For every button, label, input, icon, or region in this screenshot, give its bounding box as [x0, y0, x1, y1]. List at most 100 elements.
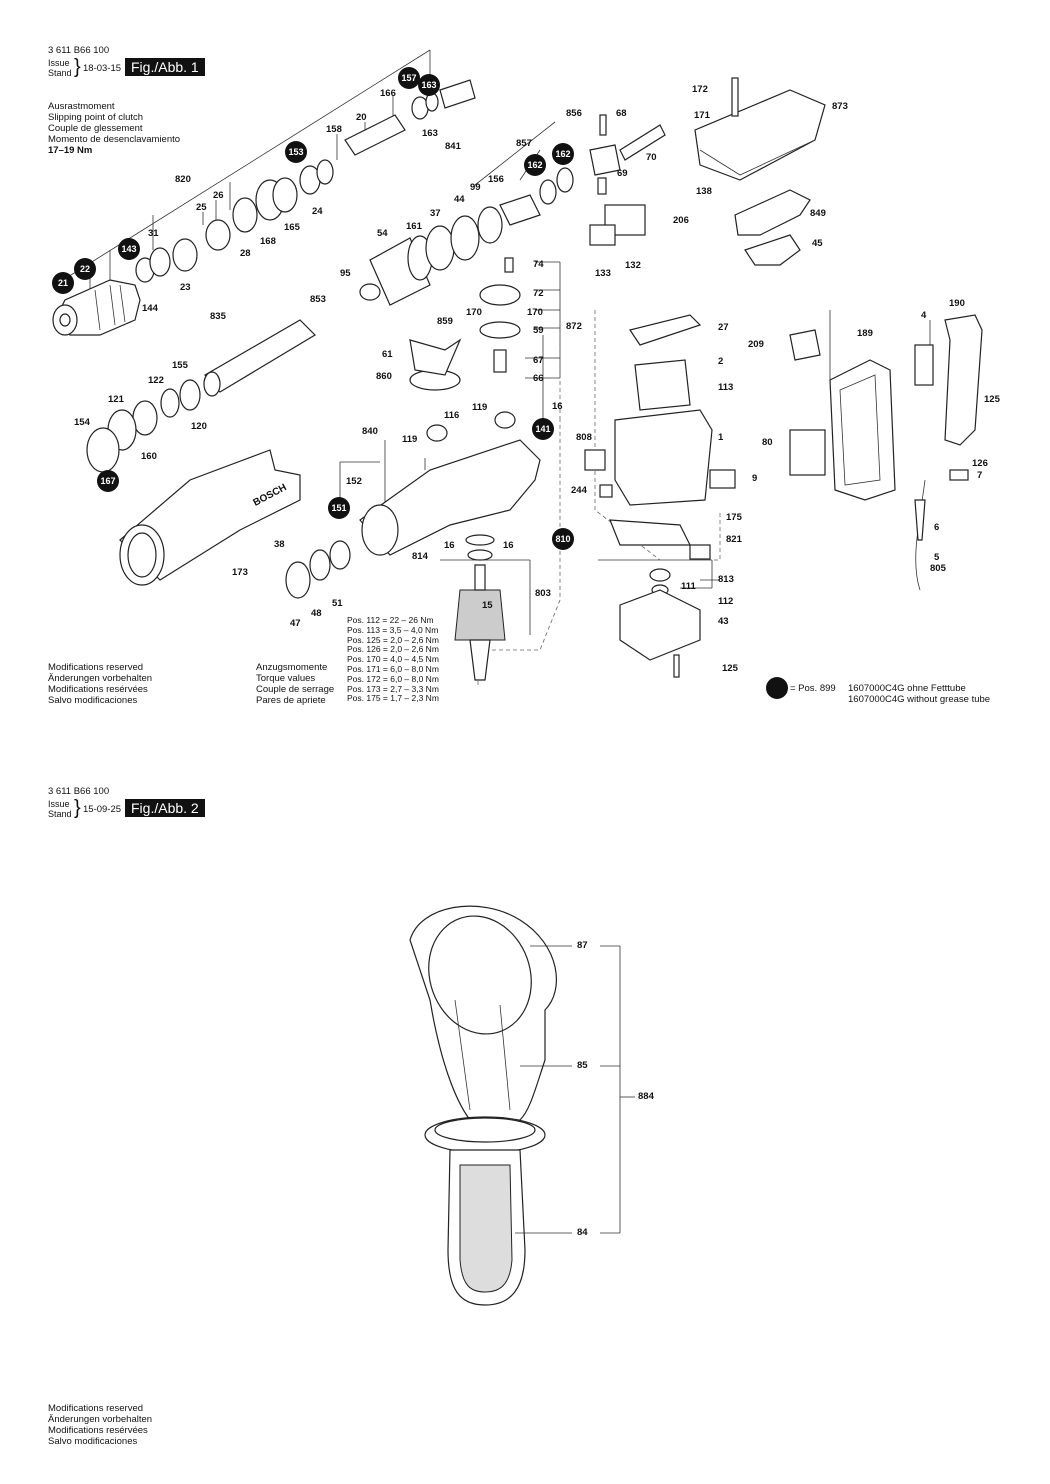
- part-label: 125: [722, 663, 738, 674]
- part-label: 189: [857, 328, 873, 339]
- callout-151: 151: [328, 497, 350, 519]
- torque-values: Pos. 112 = 22 – 26 Nm Pos. 113 = 3,5 – 4…: [347, 615, 439, 704]
- part-label: 821: [726, 534, 742, 545]
- part-label: 170: [527, 307, 543, 318]
- issue-label-fig2: Issue: [48, 799, 70, 809]
- mod-line: Modifications reserved: [48, 662, 144, 673]
- legend-line: 1607000C4G ohne Fetttube: [848, 683, 966, 694]
- torque-value: Pos. 113 = 3,5 – 4,0 Nm: [347, 624, 439, 635]
- part-label: 859: [437, 316, 453, 327]
- callout-162b: 162: [552, 143, 574, 165]
- part-label: 170: [466, 307, 482, 318]
- modifications-notice: Modifications reserved Änderungen vorbeh…: [48, 662, 152, 706]
- part-label: 152: [346, 476, 362, 487]
- part-label: 156: [488, 174, 504, 185]
- part-number: 3 611 B66 100: [48, 45, 110, 56]
- part-label: 209: [748, 339, 764, 350]
- part-label: 7: [977, 470, 983, 481]
- part-label: 16: [444, 540, 455, 551]
- part-label: 173: [232, 567, 248, 578]
- part-label: 160: [141, 451, 157, 462]
- part-label: 126: [972, 458, 988, 469]
- armature: [454, 534, 506, 681]
- part-label: 175: [726, 512, 742, 523]
- fig-label: Fig./Abb. 1: [125, 58, 205, 76]
- torque-value: Pos. 112 = 22 – 26 Nm: [347, 615, 434, 625]
- part-label: 873: [832, 101, 848, 112]
- gear-housing: [359, 439, 541, 556]
- part-label: 44: [454, 194, 465, 205]
- part-label: 803: [535, 588, 551, 599]
- part-label: 154: [74, 417, 90, 428]
- torque-value: Pos. 173 = 2,7 – 3,3 Nm: [347, 683, 439, 694]
- callout-162a: 162: [524, 154, 546, 176]
- torque-value: Pos. 175 = 1,7 – 2,3 Nm: [347, 693, 439, 704]
- part-label: 68: [616, 108, 627, 119]
- part-label: 161: [406, 221, 422, 232]
- part-label: 133: [595, 268, 611, 279]
- part-label: 72: [533, 288, 544, 299]
- clutch-line: Ausrastmoment: [48, 101, 115, 112]
- part-label: 244: [571, 485, 587, 496]
- part-label: 48: [311, 608, 322, 619]
- torque-value: Pos. 171 = 6,0 – 8,0 Nm: [347, 663, 439, 674]
- part-label-85: 85: [577, 1060, 588, 1071]
- part-label: 16: [503, 540, 514, 551]
- legend-text: 1607000C4G ohne Fetttube 1607000C4G with…: [848, 683, 990, 705]
- part-label: 15: [482, 600, 493, 611]
- part-label: 95: [340, 268, 351, 279]
- part-label: 69: [617, 168, 628, 179]
- part-label: 70: [646, 152, 657, 163]
- part-label: 24: [312, 206, 323, 217]
- mod-line: Änderungen vorbehalten: [48, 1414, 153, 1425]
- stand-label: Stand: [48, 68, 72, 78]
- gearbox-sleeve: [119, 449, 301, 586]
- part-label: 860: [376, 371, 392, 382]
- spindle-tube: [203, 319, 316, 397]
- fig-label-fig2: Fig./Abb. 2: [125, 799, 205, 817]
- part-label: 171: [694, 110, 710, 121]
- part-label: 116: [444, 410, 460, 421]
- part-label: 113: [718, 382, 734, 393]
- legend-pos: = Pos. 899: [790, 683, 836, 694]
- part-label: 121: [108, 394, 124, 405]
- part-label: 5: [934, 552, 940, 563]
- part-label: 835: [210, 311, 226, 322]
- part-label: 112: [718, 596, 734, 607]
- part-label-87: 87: [577, 940, 588, 951]
- part-label: 25: [196, 202, 207, 213]
- torque-value: Pos. 172 = 6,0 – 8,0 Nm: [347, 673, 439, 684]
- part-label: 853: [310, 294, 326, 305]
- torque-title: Couple de serrage: [256, 684, 335, 695]
- issue-label: Issue: [48, 58, 70, 68]
- grease-marker-icon: [766, 677, 788, 699]
- part-label: 59: [533, 325, 544, 336]
- part-label: 99: [470, 182, 481, 193]
- callout-153: 153: [285, 141, 307, 163]
- part-label: 138: [696, 186, 712, 197]
- part-label: 1: [718, 432, 724, 443]
- part-label: 840: [362, 426, 378, 437]
- mod-line: Modifications resérvées: [48, 684, 148, 695]
- callout-143: 143: [118, 238, 140, 260]
- part-label: 43: [718, 616, 729, 627]
- part-label: 122: [148, 375, 164, 386]
- part-label: 67: [533, 355, 544, 366]
- part-label: 190: [949, 298, 965, 309]
- rear-handle: [829, 359, 896, 501]
- part-label: 805: [930, 563, 946, 574]
- torque-value: Pos. 126 = 2,0 – 2,6 Nm: [347, 644, 439, 655]
- legend-line: 1607000C4G without grease tube: [848, 694, 991, 705]
- callout-163: 163: [418, 74, 440, 96]
- part-label: 808: [576, 432, 592, 443]
- part-label: 23: [180, 282, 191, 293]
- motor-housing: [584, 314, 736, 506]
- torque-titles: Anzugsmomente Torque values Couple de se…: [256, 662, 334, 706]
- callout-141: 141: [532, 418, 554, 440]
- part-label: 872: [566, 321, 582, 332]
- clutch-info: Ausrastmoment Slipping point of clutch C…: [48, 101, 180, 156]
- part-label: 155: [172, 360, 188, 371]
- impact-mechanism: [359, 167, 574, 306]
